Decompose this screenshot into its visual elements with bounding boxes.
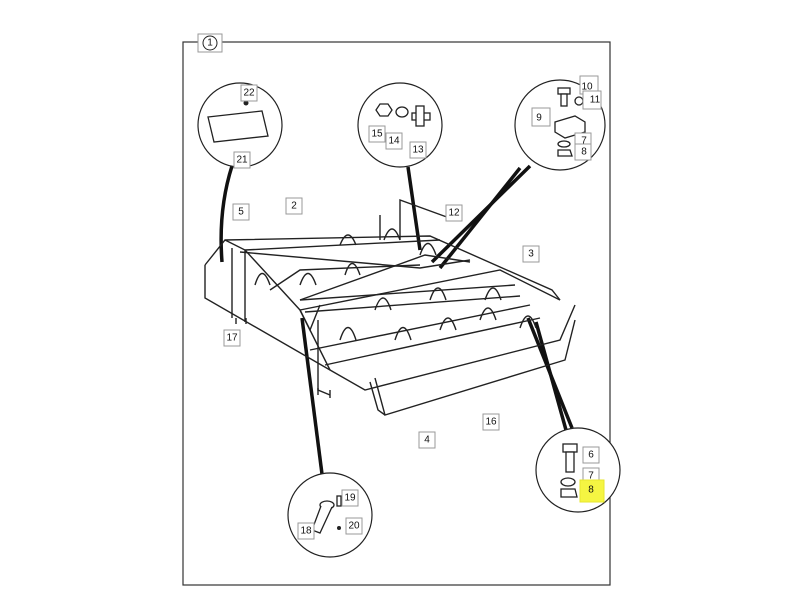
svg-text:13: 13	[412, 145, 424, 156]
svg-text:12: 12	[448, 208, 460, 219]
label-15: 15	[368, 125, 386, 143]
label-4: 4	[418, 431, 436, 449]
label-12: 12	[445, 204, 463, 222]
detail-bolt-set-top	[357, 82, 443, 168]
svg-text:7: 7	[588, 471, 594, 482]
svg-text:20: 20	[348, 521, 360, 532]
detail-bolt-set-bottom	[535, 427, 621, 513]
svg-text:14: 14	[388, 136, 400, 147]
svg-text:2: 2	[291, 201, 297, 212]
svg-text:9: 9	[536, 113, 542, 124]
svg-text:7: 7	[581, 136, 587, 147]
svg-text:8: 8	[588, 485, 594, 496]
svg-text:21: 21	[236, 155, 248, 166]
label-11: 11	[582, 90, 602, 110]
label-9: 9	[531, 107, 551, 127]
svg-text:16: 16	[485, 417, 497, 428]
label-18: 18	[297, 522, 315, 540]
label-22: 22	[240, 84, 258, 102]
label-13: 13	[409, 141, 427, 159]
svg-text:10: 10	[581, 82, 593, 93]
callout-labels: 22 21 15 14 13 10 11 9 7 8 5 2 12 3 17 4…	[223, 75, 605, 540]
svg-text:4: 4	[424, 435, 430, 446]
svg-text:19: 19	[344, 493, 356, 504]
tray-frame	[204, 199, 576, 416]
svg-text:18: 18	[300, 526, 312, 537]
svg-text:15: 15	[371, 129, 383, 140]
label-17: 17	[223, 329, 241, 347]
figure-number: 1	[207, 38, 213, 49]
svg-text:17: 17	[226, 333, 238, 344]
label-8-highlighted: 8	[579, 479, 605, 503]
label-21: 21	[233, 151, 251, 169]
detail-pin-set	[287, 472, 373, 558]
svg-text:8: 8	[581, 147, 587, 158]
svg-text:5: 5	[238, 207, 244, 218]
svg-text:3: 3	[528, 249, 534, 260]
svg-text:11: 11	[590, 95, 601, 106]
figure-border	[182, 41, 611, 586]
figure-number-badge: 1	[197, 33, 223, 53]
label-20: 20	[345, 517, 363, 535]
label-3: 3	[522, 245, 540, 263]
svg-text:22: 22	[243, 88, 255, 99]
label-5: 5	[232, 203, 250, 221]
label-19: 19	[341, 489, 359, 507]
label-2: 2	[285, 197, 303, 215]
label-6: 6	[582, 446, 600, 464]
label-14: 14	[385, 132, 403, 150]
callout-leaders	[219, 164, 574, 475]
label-16: 16	[482, 413, 500, 431]
label-8-top: 8	[574, 143, 592, 161]
svg-text:6: 6	[588, 450, 594, 461]
